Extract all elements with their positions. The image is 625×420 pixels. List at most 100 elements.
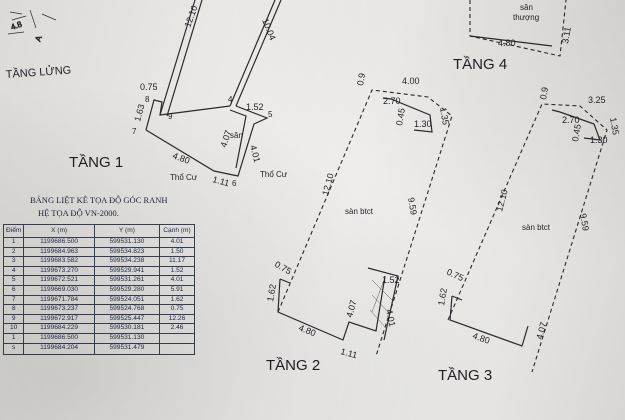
tang2-plan: 0.9 4.00 2.70 0.45 1.30 1.35 12.10 9.59 … <box>265 72 453 374</box>
t2-400-dim: 4.00 <box>402 76 420 86</box>
t2-1210-dim: 12.10 <box>320 172 335 196</box>
t3-130-dim: 1.30 <box>590 135 608 145</box>
t3-045-dim: 0.45 <box>570 123 583 142</box>
cell-x: 1199673.270 <box>23 265 95 277</box>
cell-idx: 9 <box>2 313 25 325</box>
cell-idx: 8 <box>2 304 25 315</box>
tang1-111-dim: 1.11 <box>211 174 230 188</box>
t2-480-dim: 4.80 <box>297 323 317 339</box>
total-cell-y: 599531.479 <box>93 342 161 355</box>
table-title: BẢNG LIỆT KÊ TỌA ĐỘ GÓC RANH <box>30 195 168 205</box>
tang1-point-7: 7 <box>132 127 137 136</box>
cell-x: 1199672.521 <box>23 275 95 286</box>
cell-x: 1199686.500 <box>23 237 95 248</box>
cell-edge <box>159 332 195 344</box>
cell-y: 599530.181 <box>93 323 161 334</box>
cell-edge: 0.75 <box>159 304 195 315</box>
cell-y: 599524.768 <box>93 304 161 315</box>
t3-1210-dim: 12.10 <box>494 188 509 212</box>
t2-959-dim: 9.59 <box>406 197 419 216</box>
cell-y: 599529.280 <box>93 284 161 296</box>
tang1-point-9: 9 <box>168 112 173 121</box>
total-cell-edge <box>159 342 195 355</box>
tang1-point-4: 4 <box>228 95 233 104</box>
t3-480-dim: 4.80 <box>471 330 491 345</box>
t3-09-dim: 0.9 <box>538 86 550 100</box>
cell-idx: 6 <box>2 284 25 296</box>
cell-x: 1199684.229 <box>23 323 95 334</box>
cell-y: 599534.238 <box>93 256 161 267</box>
cell-edge: 1.52 <box>159 265 195 277</box>
cell-y: 599534.823 <box>93 246 161 258</box>
header-y: Y (m) <box>93 224 161 238</box>
cell-y: 599531.130 <box>93 332 161 344</box>
cell-x: 1199683.582 <box>23 256 95 267</box>
cell-x: 1199671.784 <box>23 294 95 306</box>
t2-075-dim: 0.75 <box>273 259 293 276</box>
t3-135-dim: 1.35 <box>608 117 621 136</box>
total-cell-idx: s <box>2 342 25 355</box>
cell-x: 1199672.917 <box>23 313 95 325</box>
t3-162-dim: 1.62 <box>436 287 449 306</box>
tho-cu-right-label: Thổ Cư <box>260 170 288 179</box>
tang-lung-title: TẦNG LỬNG <box>5 63 71 81</box>
cell-idx: 5 <box>2 275 25 286</box>
tang1-163-dim: 1.63 <box>132 103 146 123</box>
cell-y: 599529.941 <box>93 265 161 277</box>
cell-x: 1199669.030 <box>23 284 95 296</box>
cell-x: 1199686.500 <box>23 332 95 344</box>
tang1-san-label: sân <box>230 131 243 140</box>
tang3-title: TẦNG 3 <box>438 367 492 384</box>
tang1-point-6: 6 <box>232 179 237 188</box>
tho-cu-left-label: Thổ Cư <box>170 173 198 182</box>
tang4-side-dim: 3.11 <box>560 26 573 44</box>
cell-edge: 1.62 <box>159 294 195 306</box>
t3-959-dim: 9.59 <box>578 213 591 232</box>
t2-162-dim: 1.62 <box>265 283 278 302</box>
corner-scribble: 4.8 A <box>7 9 57 43</box>
t2-111-dim: 1.11 <box>339 346 358 360</box>
cell-idx: 2 <box>2 246 25 258</box>
total-cell-x: 1199684.204 <box>23 342 95 355</box>
cell-idx: 4 <box>2 265 25 277</box>
tang4-plan: sân thượng 4.80 3.11 TẦNG 4 <box>453 0 573 73</box>
tang4-room-label-1: sân <box>520 3 533 12</box>
t2-407-dim: 4.07 <box>344 299 358 319</box>
t2-045-dim: 0.45 <box>394 107 407 126</box>
t3-san-btct-label: sàn btct <box>522 223 551 232</box>
cell-idx: 1 <box>2 237 25 248</box>
scribble-text-2: A <box>33 34 44 43</box>
t2-152-dim: 1.52 <box>382 275 400 285</box>
tang1-title: TẦNG 1 <box>69 154 123 171</box>
cell-edge: 4.01 <box>159 275 195 286</box>
cell-idx: 7 <box>2 294 25 306</box>
tang1-point-5: 5 <box>268 110 273 119</box>
t3-075-dim: 0.75 <box>445 267 465 283</box>
header-x: X (m) <box>23 224 95 238</box>
tang4-title: TẦNG 4 <box>453 56 507 73</box>
cell-y: 599531.130 <box>93 237 161 248</box>
t2-270-dim: 2.70 <box>383 96 401 106</box>
t2-130-dim: 1.30 <box>414 119 432 129</box>
cell-x: 1199684.963 <box>23 246 95 258</box>
t3-407-dim: 4.07 <box>534 321 548 341</box>
cell-idx: 3 <box>2 256 25 267</box>
cell-y: 599524.051 <box>93 294 161 306</box>
tang1-480-dim: 4.80 <box>171 150 191 165</box>
tang4-room-label-2: thượng <box>513 13 539 22</box>
t3-325-dim: 3.25 <box>588 95 606 105</box>
tang1-152-dim: 1.52 <box>246 102 264 112</box>
cell-x: 1199673.237 <box>23 304 95 315</box>
tang3-plan: 0.9 3.25 2.70 0.45 1.30 1.35 12.10 9.59 … <box>436 86 621 384</box>
cell-edge: 12.26 <box>159 313 195 325</box>
cell-y: 599525.447 <box>93 313 161 325</box>
